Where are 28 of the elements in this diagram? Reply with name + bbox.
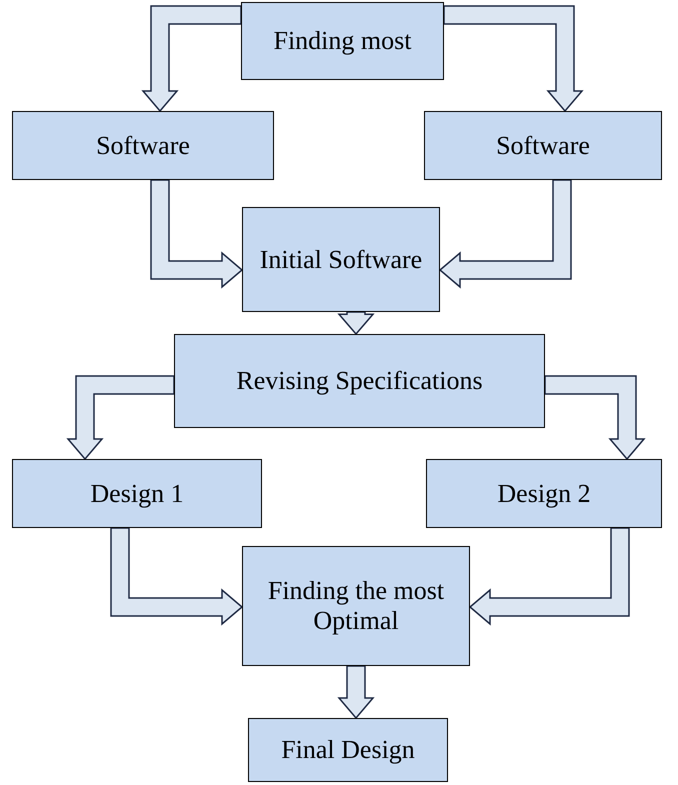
box-label: Revising Specifications bbox=[235, 366, 484, 396]
box-label: Software bbox=[95, 130, 191, 160]
block-arrow bbox=[66, 375, 175, 460]
box-label: Design 1 bbox=[89, 478, 185, 508]
block-arrow bbox=[438, 179, 572, 289]
box-label: Software bbox=[495, 130, 591, 160]
block-arrow bbox=[443, 5, 584, 112]
box-label: Final Design bbox=[280, 735, 416, 765]
process-box bbox=[242, 207, 440, 312]
box-label: Finding the most Optimal bbox=[266, 576, 446, 636]
box-label: Design 2 bbox=[496, 478, 592, 508]
process-box bbox=[424, 111, 662, 180]
process-box bbox=[12, 459, 262, 528]
block-arrow bbox=[468, 527, 630, 626]
process-box bbox=[12, 111, 274, 180]
process-box bbox=[242, 546, 470, 666]
block-arrow bbox=[337, 665, 375, 720]
block-arrow bbox=[544, 375, 646, 460]
block-arrow bbox=[110, 527, 244, 626]
process-box bbox=[248, 718, 448, 782]
process-box bbox=[174, 334, 545, 428]
box-label: Initial Software bbox=[258, 244, 424, 274]
process-box bbox=[241, 2, 444, 80]
block-arrow bbox=[150, 179, 244, 289]
box-label: Finding most bbox=[272, 26, 412, 56]
block-arrow bbox=[141, 5, 242, 112]
block-arrow bbox=[337, 311, 375, 336]
process-box bbox=[426, 459, 662, 528]
